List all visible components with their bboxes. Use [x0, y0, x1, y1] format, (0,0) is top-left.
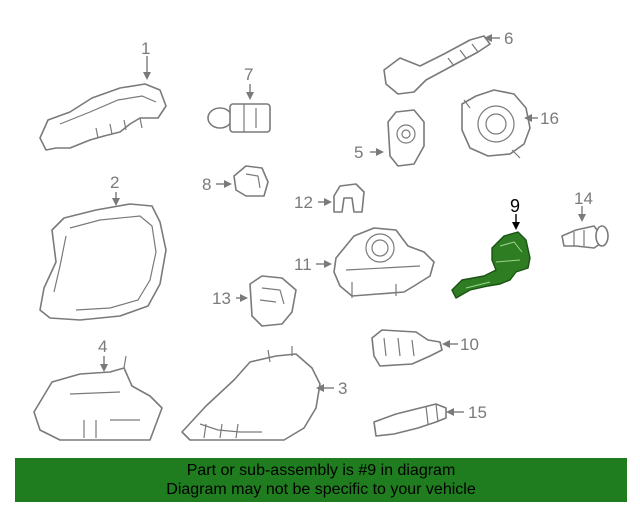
part-5-angle-sensor[interactable] [387, 109, 425, 167]
arrow-2 [112, 198, 120, 206]
notice-banner: Part or sub-assembly is #9 in diagram Di… [15, 458, 627, 502]
arrow-1 [143, 72, 151, 80]
callout-1[interactable]: 1 [141, 39, 150, 58]
callout-15[interactable]: 15 [468, 403, 487, 422]
part-8-connector[interactable] [233, 165, 269, 197]
part-11-lock-housing[interactable] [333, 227, 435, 298]
arrow-7 [246, 92, 254, 100]
callout-5[interactable]: 5 [354, 143, 363, 162]
part-10-connector-plug[interactable] [371, 329, 443, 367]
part-9-switch-assembly-highlighted[interactable] [451, 231, 531, 299]
arrow-13 [240, 294, 248, 302]
arrow-16 [524, 114, 532, 122]
banner-line-disclaimer: Diagram may not be specific to your vehi… [166, 481, 476, 498]
arrow-14 [578, 214, 586, 222]
arrow-8 [224, 180, 232, 188]
callout-6[interactable]: 6 [504, 29, 513, 48]
callout-3[interactable]: 3 [338, 379, 347, 398]
callout-9[interactable]: 9 [510, 196, 520, 216]
callout-7[interactable]: 7 [244, 65, 253, 84]
banner-line-part-number: Part or sub-assembly is #9 in diagram [186, 462, 456, 479]
part-12-bracket[interactable] [333, 183, 365, 213]
part-1-upper-cover[interactable] [39, 83, 167, 151]
callout-10[interactable]: 10 [460, 335, 479, 354]
arrow-10 [442, 340, 450, 348]
arrow-12 [324, 198, 332, 206]
callout-2[interactable]: 2 [110, 173, 119, 192]
arrow-11 [324, 260, 332, 268]
callout-11[interactable]: 11 [294, 255, 312, 274]
callout-4[interactable]: 4 [98, 337, 107, 356]
callout-8[interactable]: 8 [202, 175, 211, 194]
part-15-long-connector[interactable] [373, 403, 447, 437]
part-16-clockspring[interactable] [461, 89, 531, 159]
arrow-9 [512, 222, 520, 230]
callout-13[interactable]: 13 [212, 289, 231, 308]
arrow-5 [376, 148, 384, 156]
callout-16[interactable]: 16 [540, 109, 559, 128]
part-4-knee-bolster[interactable] [33, 355, 163, 441]
callout-14[interactable]: 14 [574, 189, 593, 208]
part-2-lower-bezel[interactable] [39, 203, 167, 321]
arrow-15 [446, 408, 454, 416]
arrow-6 [484, 34, 492, 42]
part-14-push-switch[interactable] [561, 225, 609, 249]
part-7-ignition-switch[interactable] [207, 103, 271, 133]
callout-12[interactable]: 12 [294, 193, 313, 212]
part-3-lower-shroud[interactable] [181, 346, 321, 441]
part-6-stalk-switch[interactable] [383, 35, 491, 95]
arrow-4 [100, 364, 108, 372]
part-13-module[interactable] [249, 275, 297, 327]
exploded-parts-diagram: 1 2 4 3 7 8 12 [33, 29, 609, 441]
arrow-3 [316, 384, 324, 392]
